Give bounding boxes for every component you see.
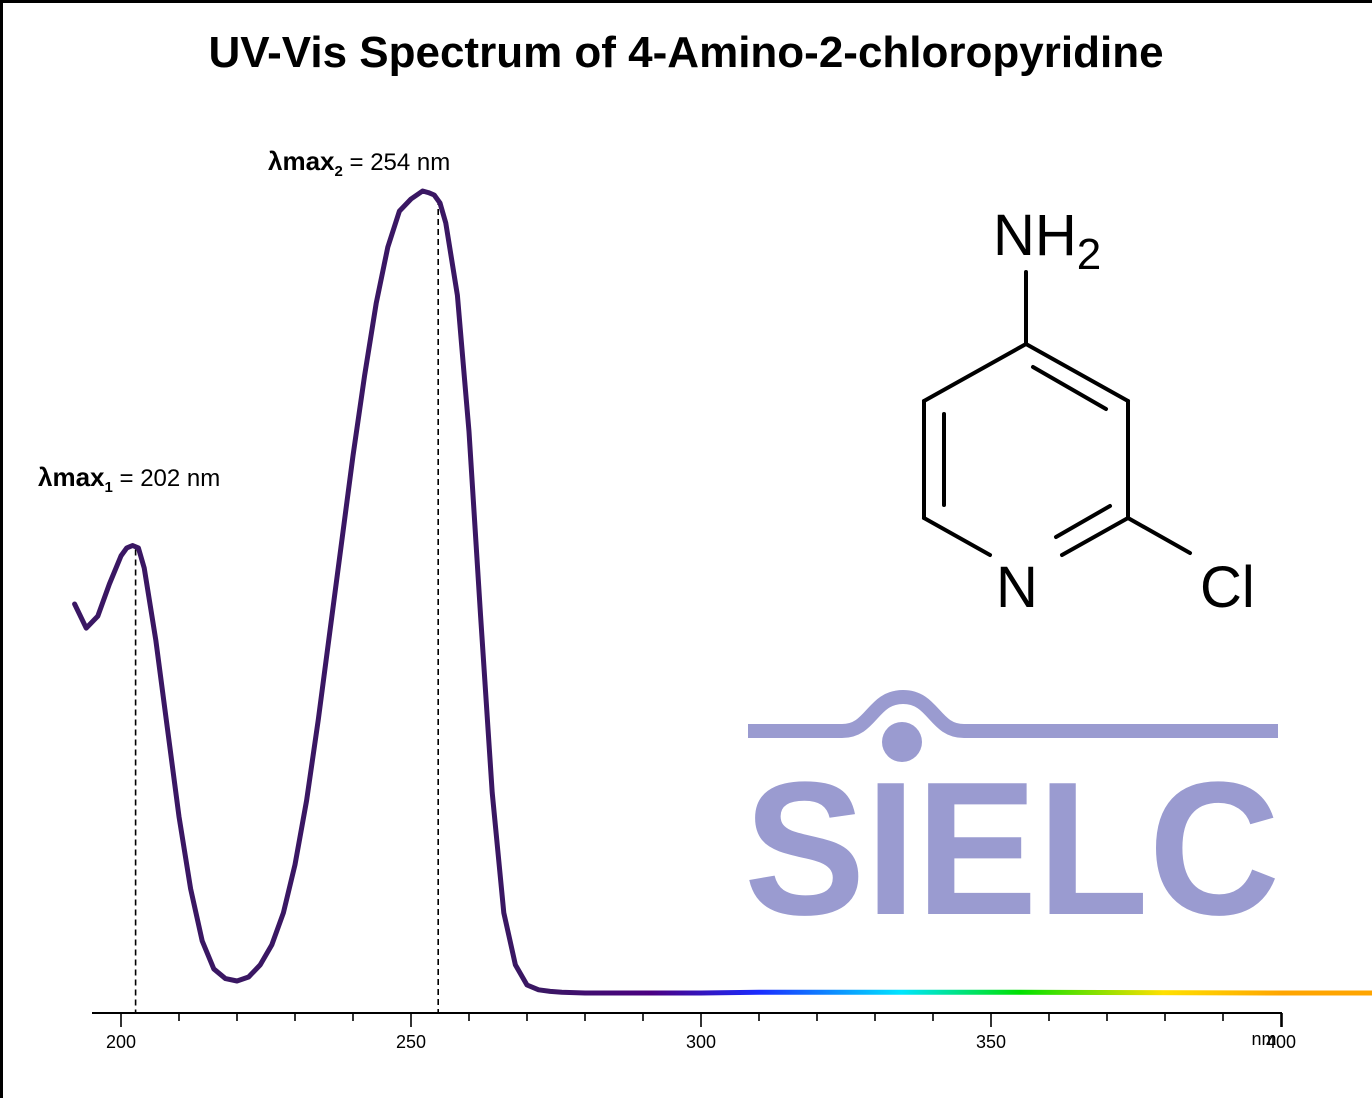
- x-tick-label: 350: [976, 1032, 1006, 1052]
- ring-nitrogen-label: N: [996, 555, 1038, 620]
- bond-c2-n: [1060, 516, 1130, 557]
- bond-c2-n-inner: [1054, 504, 1112, 539]
- lambda-max-markers: [134, 199, 440, 1013]
- bond-n-c6: [922, 516, 992, 557]
- bond-c4-c3-inner: [1031, 365, 1108, 411]
- chart-title: UV-Vis Spectrum of 4-Amino-2-chloropyrid…: [208, 28, 1164, 77]
- amino-group-label: NH2: [993, 203, 1101, 279]
- x-tick-label: 300: [686, 1032, 716, 1052]
- chlorine-label: Cl: [1200, 555, 1255, 620]
- sielc-logo: SIELC: [744, 689, 1280, 955]
- logo-wave: [748, 689, 1278, 738]
- x-tick-label: 200: [106, 1032, 136, 1052]
- x-tick-label: 400: [1266, 1032, 1296, 1052]
- x-axis: 200250300350400450500550nm: [92, 1012, 1296, 1052]
- bond-c2-cl: [1126, 516, 1192, 555]
- bond-c5-c4: [922, 342, 1028, 403]
- spectrum-line: [72, 188, 1372, 996]
- molecule-structure: [922, 270, 1192, 557]
- spectrum-curve: [72, 188, 1372, 996]
- x-axis-unit-label: nm: [1251, 1029, 1276, 1049]
- logo-dot: [882, 722, 922, 762]
- x-tick-label: 250: [396, 1032, 426, 1052]
- bond-c4-c3: [1024, 342, 1130, 403]
- lambda-max-1-label: λmax1 = 202 nm: [38, 462, 220, 496]
- lambda-max-2-label: λmax2 = 254 nm: [268, 146, 450, 180]
- logo-text: SIELC: [744, 743, 1280, 955]
